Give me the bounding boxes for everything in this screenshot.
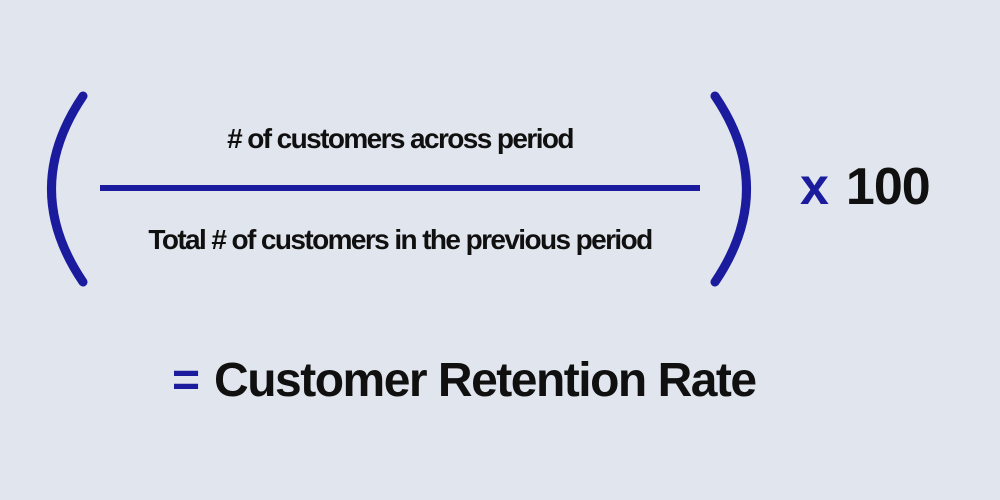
multiply-operator: x [800, 158, 829, 216]
open-parenthesis-icon [47, 91, 88, 287]
fraction-bar [100, 185, 700, 191]
multiplier-value: 100 [845, 158, 931, 216]
result-line: =Customer Retention Rate [172, 354, 757, 407]
denominator-text: Total # of customers in the previous per… [148, 224, 653, 255]
equals-sign: = [172, 354, 201, 407]
result-label: Customer Retention Rate [214, 354, 757, 407]
close-parenthesis-icon [710, 91, 751, 287]
numerator-text: # of customers across period [227, 123, 574, 154]
multiplier-group: x 100 [800, 158, 931, 216]
